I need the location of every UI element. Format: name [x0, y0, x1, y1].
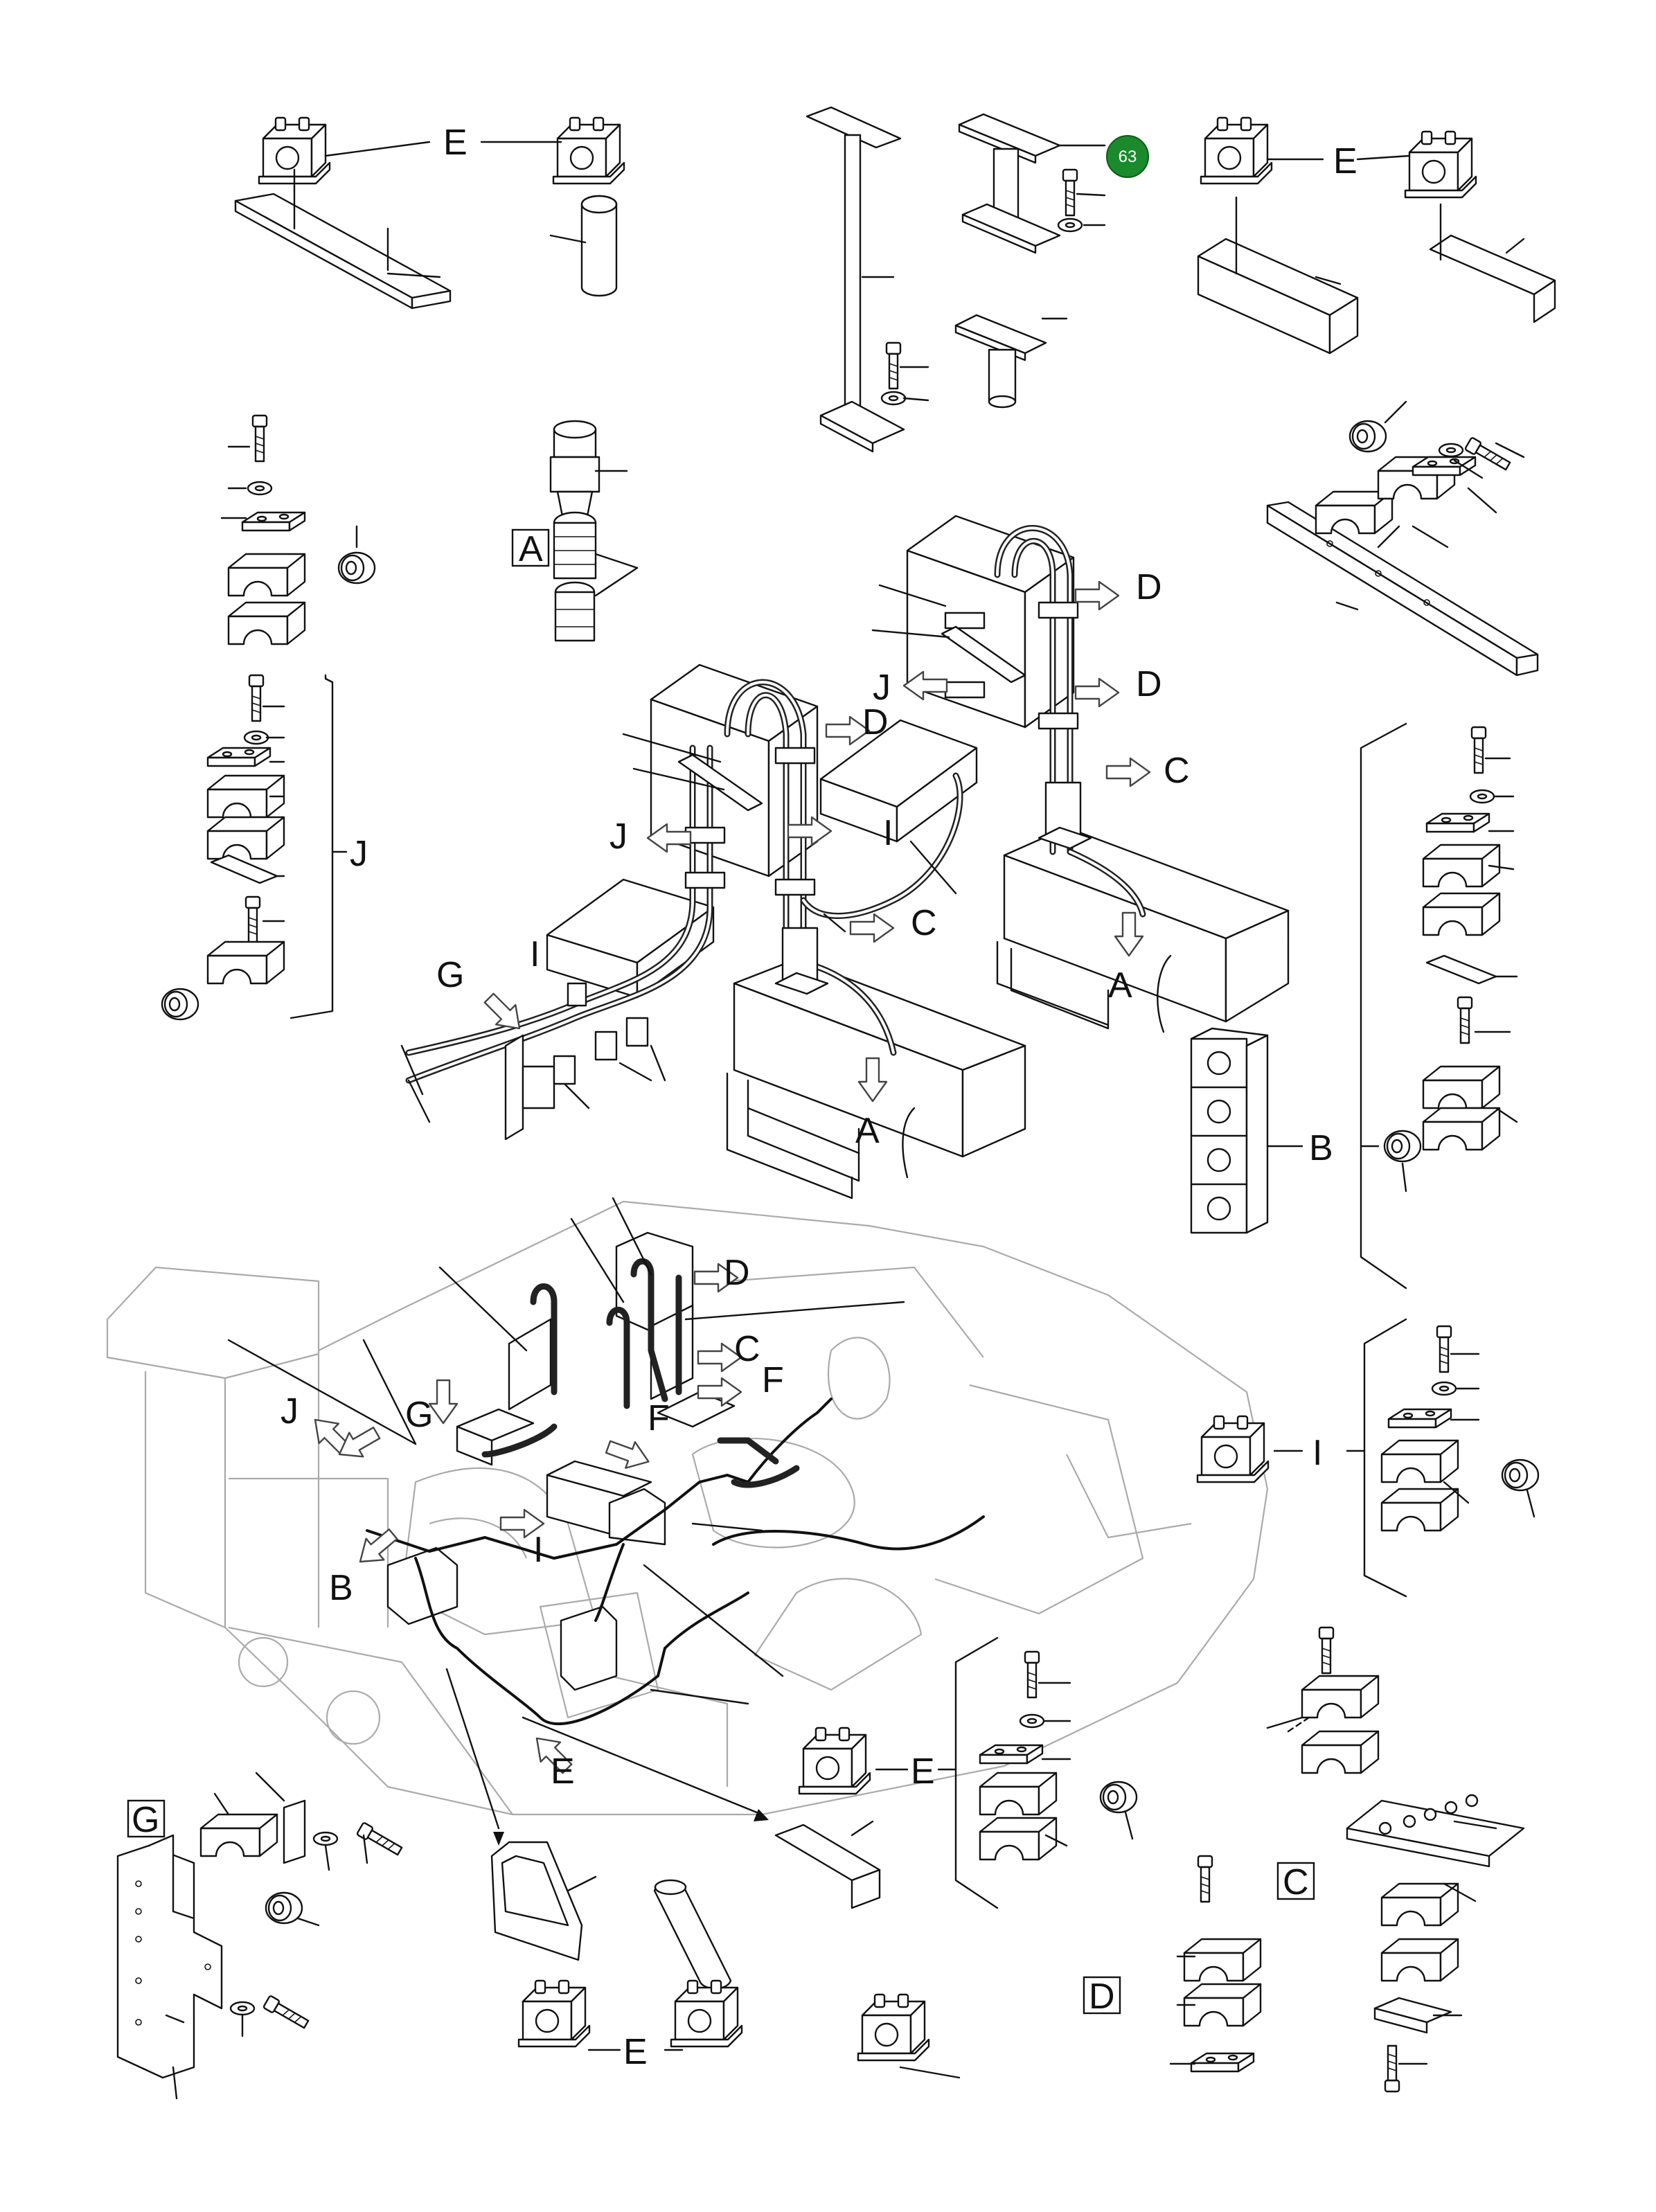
support-post-tall: [805, 106, 929, 453]
callout-j-2: J: [873, 668, 891, 708]
callout-b-1: B: [1309, 1128, 1333, 1168]
callout-e-5: E: [623, 2032, 648, 2072]
clamp-hardware-stack-left: [220, 414, 376, 645]
callout-e-1: E: [443, 123, 468, 163]
callout-j-4: J: [281, 1391, 299, 1431]
callout-i-3: I: [533, 1530, 543, 1570]
clamp-e-bottom-center: [774, 1727, 909, 1909]
clamp-e-top-center: [480, 116, 625, 297]
clamp-stack-b: [1190, 1027, 1422, 1234]
callout-e-3: E: [551, 1751, 575, 1792]
clamp-hardware-stack-e: [937, 1636, 1138, 1909]
callout-i-4: I: [1312, 1433, 1322, 1473]
mounting-bracket-g: [116, 1772, 404, 2100]
callout-f-1: F: [762, 1360, 784, 1400]
callout-d-1: D: [1136, 567, 1162, 607]
clamp-hardware-stack-b: [1360, 722, 1518, 1290]
clamp-hardware-stack-j: [161, 674, 348, 1021]
reference-badge: 63: [1106, 135, 1149, 178]
callout-b-2: B: [329, 1568, 353, 1608]
hose-fitting-a: [549, 420, 639, 642]
clamp-e-bottom-row: [490, 1841, 961, 2079]
support-post-medium: [954, 314, 1068, 409]
label-box-d-text: D: [1089, 1977, 1115, 2017]
callout-d-2: D: [1136, 664, 1162, 704]
callout-e-4: E: [911, 1751, 935, 1792]
clamp-hardware-stack-i: [1346, 1318, 1540, 1598]
label-box-c-text: C: [1283, 1862, 1309, 1902]
label-box-a-text: A: [519, 529, 543, 569]
callout-j-3: J: [609, 817, 627, 857]
label-box-a: A: [511, 528, 550, 569]
callout-g-1: G: [436, 955, 464, 995]
clamp-e-top-right-1: [1197, 116, 1359, 355]
clamp-stack-c: [1266, 1626, 1525, 2093]
assembly-detail-upper: [400, 515, 1290, 1199]
clamp-e-top-right-2: [1356, 130, 1556, 323]
callout-a-2: A: [1108, 965, 1132, 1006]
callout-d-4: D: [724, 1253, 750, 1293]
detail-pointer-lines: [445, 1668, 769, 1846]
callout-c-2: C: [911, 903, 937, 943]
label-box-c: C: [1276, 1862, 1315, 1902]
clamp-stack-d: [1169, 1855, 1262, 2073]
callout-i-2: I: [530, 934, 540, 974]
clamp-i: [1196, 1415, 1303, 1483]
callout-a-1: A: [855, 1111, 880, 1151]
callout-g-2: G: [405, 1395, 433, 1435]
callout-j-1: J: [350, 834, 368, 874]
label-box-g-text: G: [132, 1800, 159, 1840]
callout-c-3: C: [734, 1329, 760, 1369]
label-box-g: G: [127, 1799, 166, 1840]
badge-number: 63: [1119, 148, 1137, 166]
callout-d-3: D: [862, 702, 889, 742]
support-post-short: [958, 113, 1106, 254]
machine-overview: [106, 1197, 1269, 1816]
mounting-rail-right: [1266, 400, 1539, 677]
callout-f-2: F: [648, 1398, 670, 1438]
clamp-e-top-left: [234, 116, 452, 310]
callout-e-2: E: [1333, 141, 1357, 181]
callout-i-1: I: [883, 813, 893, 853]
label-box-d: D: [1083, 1976, 1121, 2017]
callout-c-1: C: [1164, 751, 1190, 791]
